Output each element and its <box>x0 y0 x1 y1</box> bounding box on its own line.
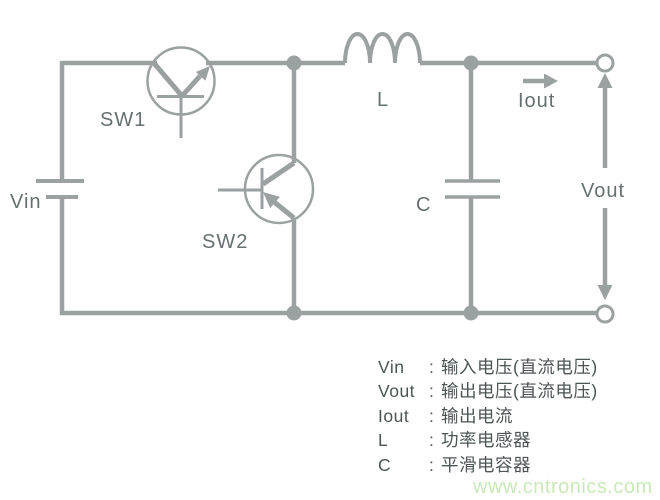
inductor-label: L <box>377 89 389 111</box>
inductor-icon <box>343 32 422 64</box>
circuit-labels: Vin SW1 SW2 L C Iout Vout <box>10 89 625 253</box>
vout-arrowhead-top-icon <box>597 73 613 88</box>
sw1-collector-diagonal <box>151 60 184 98</box>
sw1-emitter-arrowhead-icon <box>195 66 210 81</box>
legend-row-iout: Iout : 输出电流 <box>378 406 513 426</box>
watermark: www.cntronics.com <box>472 476 653 498</box>
output-terminal-bottom-icon <box>595 304 615 324</box>
vout-label: Vout <box>581 180 625 202</box>
legend-desc: 功率电感器 <box>441 430 531 450</box>
sw1-label: SW1 <box>100 109 146 131</box>
legend-desc: 输出电流 <box>441 406 513 426</box>
battery-icon <box>36 179 84 199</box>
junction-dot-bottom-sw2 <box>286 305 302 321</box>
legend-row-vin: Vin : 输入电压(直流电压) <box>378 357 598 377</box>
legend: Vin : 输入电压(直流电压) Vout : 输出电压(直流电压) Iout … <box>378 357 598 475</box>
arrowheads-and-junctions <box>195 55 613 321</box>
wires <box>59 32 597 316</box>
junction-dot-bottom-cap <box>463 305 479 321</box>
legend-separator: : <box>429 455 434 475</box>
junction-dot-top-cap <box>463 55 479 71</box>
legend-row-l: L : 功率电感器 <box>378 430 531 450</box>
sw2-label: SW2 <box>202 231 248 253</box>
sw2-collector-diagonal <box>261 160 296 187</box>
transistor-internals-thin <box>157 95 264 209</box>
legend-row-vout: Vout : 输出电压(直流电压) <box>378 381 598 401</box>
legend-separator: : <box>429 357 434 377</box>
output-terminal-top-icon <box>595 53 615 73</box>
vin-label: Vin <box>10 191 42 213</box>
legend-separator: : <box>429 381 434 401</box>
measurement-arrows <box>523 78 608 285</box>
legend-separator: : <box>429 430 434 450</box>
legend-term: C <box>378 455 391 475</box>
iout-label: Iout <box>518 90 555 112</box>
sw2-emitter-arrowhead-icon <box>263 192 280 209</box>
legend-separator: : <box>429 406 434 426</box>
legend-desc: 输入电压(直流电压) <box>441 357 598 377</box>
legend-desc: 平滑电容器 <box>441 455 531 475</box>
sw2-emitter-shaft <box>271 199 296 220</box>
legend-desc: 输出电压(直流电压) <box>441 381 598 401</box>
legend-term: Vin <box>378 357 404 377</box>
capacitor-label: C <box>416 194 431 216</box>
iout-arrowhead-icon <box>544 73 558 89</box>
capacitor-icon <box>445 179 500 199</box>
legend-row-c: C : 平滑电容器 <box>378 455 531 475</box>
vout-arrowhead-bottom-icon <box>597 285 613 300</box>
legend-term: Vout <box>378 381 415 401</box>
sw1-emitter-shaft <box>180 74 202 98</box>
transistor-bodies <box>146 46 315 225</box>
junction-dot-top-sw2 <box>286 55 302 71</box>
legend-term: L <box>378 430 388 450</box>
output-terminals <box>595 53 615 324</box>
legend-term: Iout <box>378 406 409 426</box>
transistor-internals-thick <box>151 60 296 220</box>
